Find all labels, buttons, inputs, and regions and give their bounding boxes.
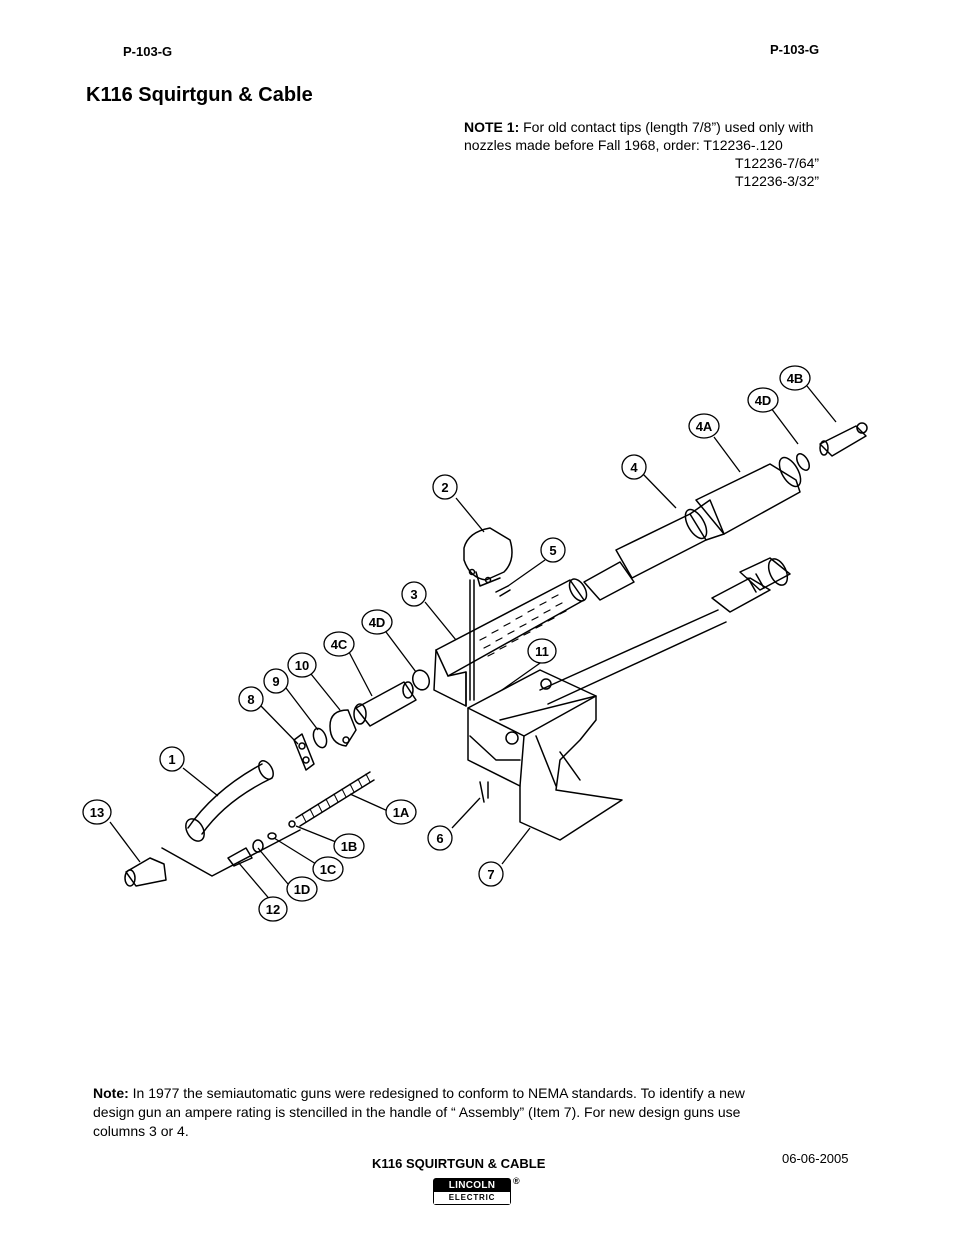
footer-title: K116 SQUIRTGUN & CABLE (372, 1156, 546, 1171)
callout-8: 8 (247, 692, 254, 707)
callout-1b: 1B (341, 839, 358, 854)
callout-9: 9 (272, 674, 279, 689)
note-1-line-3: T12236-7/64” (735, 155, 820, 171)
page-code-right: P-103-G (770, 42, 820, 57)
callout-2: 2 (441, 480, 448, 495)
callout-13: 13 (90, 805, 104, 820)
callout-1c: 1C (320, 862, 337, 877)
callout-4: 4 (630, 460, 638, 475)
registered-mark: ® (513, 1176, 520, 1186)
bottom-note-label: Note: (93, 1085, 129, 1101)
callout-4d-lower: 4D (369, 615, 386, 630)
bottom-note: Note: In 1977 the semiautomatic guns wer… (93, 1084, 873, 1141)
lincoln-electric-logo: LINCOLN ELECTRIC ® (433, 1176, 520, 1205)
note-1: NOTE 1: For old contact tips (length 7/8… (464, 118, 884, 190)
callout-11: 11 (535, 644, 549, 659)
callout-7: 7 (487, 867, 494, 882)
page-code-left: P-103-G (123, 44, 173, 59)
callout-1d: 1D (294, 882, 311, 897)
note-1-label: NOTE 1: (464, 119, 520, 135)
callout-4a: 4A (696, 419, 713, 434)
note-1-line-4: T12236-3/32” (735, 173, 820, 189)
callout-4c: 4C (331, 637, 348, 652)
callout-12: 12 (266, 902, 280, 917)
callout-5: 5 (549, 543, 556, 558)
bottom-note-line-1: In 1977 the semiautomatic guns were rede… (132, 1085, 745, 1101)
callout-1a: 1A (393, 805, 410, 820)
note-1-line-1: For old contact tips (length 7/8”) used … (523, 119, 814, 135)
logo-bottom-text: ELECTRIC (434, 1192, 510, 1204)
bottom-note-line-3: columns 3 or 4. (93, 1123, 189, 1139)
footer-date: 06-06-2005 (782, 1151, 849, 1166)
callout-4b: 4B (787, 371, 804, 386)
logo-top-text: LINCOLN (434, 1179, 510, 1192)
page-title: K116 Squirtgun & Cable (86, 84, 313, 106)
callout-10: 10 (295, 658, 309, 673)
callout-6: 6 (436, 831, 443, 846)
bottom-note-line-2: design gun an ampere rating is stencille… (93, 1104, 741, 1120)
callout-3: 3 (410, 587, 417, 602)
callout-1: 1 (168, 752, 175, 767)
callout-4d-upper: 4D (755, 393, 772, 408)
note-1-line-2: nozzles made before Fall 1968, order: T1… (464, 137, 783, 153)
